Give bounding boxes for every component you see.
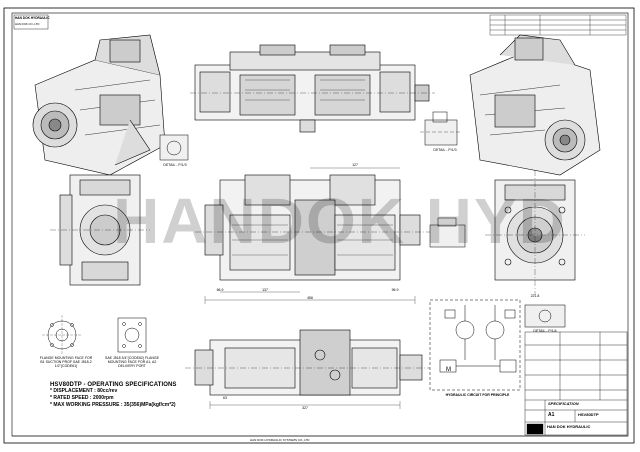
caption-flange-left: FLANGE MOUNTING FACE FOR B1 SUCTION PROF… (39, 356, 93, 369)
caption-detail-top-left: DETAIL - P/1/3 (163, 163, 187, 167)
spec-line: * MAX WORKING PRESSURE : 35(356)MPa(kgf/… (50, 402, 176, 408)
detail-views-top (159, 111, 462, 161)
dim-lower-total: 327 (302, 406, 308, 410)
caption-flange-right: SAE J518 3/4"(CODE62) FLANGE MOUNTING FA… (105, 356, 159, 369)
isometric-view-right (469, 34, 601, 176)
dim-bottom-mid: 137 (262, 288, 268, 292)
hydraulic-circuit: M (429, 299, 521, 391)
main-side-view (195, 167, 430, 304)
dim-lower-left: 63 (223, 396, 227, 400)
title-block-sheet: A1 (548, 412, 555, 418)
caption-detail-top-mid: DETAIL - P/1/3 (433, 148, 457, 152)
title-block-spec-label: SPECIFICATION (548, 401, 579, 406)
spec-line: * DISPLACEMENT : 80cc/rev (50, 388, 118, 394)
dim-bottom-right: 96.9 (391, 288, 399, 292)
svg-text:M: M (446, 367, 451, 373)
operating-specifications: HSV80DTP - OPERATING SPECIFICATIONS * DI… (50, 382, 177, 409)
caption-detail-right: DETAIL - P/1/4 (533, 329, 557, 333)
title-block-model: HSV80DTP (578, 412, 599, 417)
isometric-view-left (32, 34, 166, 176)
caption-hydraulic: HYDRAULIC CIRCUIT FOR PRINCIPLE (445, 393, 510, 397)
company-sub: HAN DOK CO.,LTD (15, 22, 40, 26)
detail-view-right (429, 217, 566, 328)
dim-right-view: 221.8 (530, 294, 540, 298)
title-block-company: HAN DOK HYDRAULIC (547, 424, 591, 429)
flange-faces (42, 315, 147, 355)
top-front-view (190, 44, 435, 133)
dim-bottom-total: 456 (307, 296, 313, 300)
dim-top-ref: 127 (352, 163, 358, 167)
revision-table (489, 14, 627, 36)
side-view-left (50, 174, 150, 286)
company-tag: HAN DOK HYDRAULIC (15, 16, 50, 20)
footer-text: HAN DOK HYDRAULIC SYSTEMS CO.,LTD (250, 438, 310, 442)
spec-line: * RATED SPEED : 2000rpm (50, 395, 114, 401)
title-block (524, 331, 628, 436)
spec-title: HSV80DTP - OPERATING SPECIFICATIONS (50, 382, 177, 388)
company-tag-box (13, 14, 49, 30)
end-view-right (485, 170, 585, 295)
bottom-plan-view (185, 329, 430, 409)
dim-bottom-left: 66.9 (216, 288, 224, 292)
outer-frame (3, 7, 635, 444)
